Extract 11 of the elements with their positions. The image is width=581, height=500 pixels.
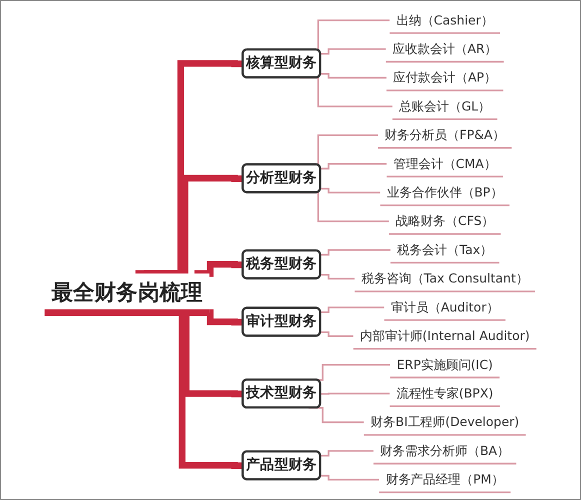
connector: [320, 474, 380, 480]
connector: [320, 306, 384, 313]
connector: [320, 48, 386, 55]
connector: [320, 392, 390, 395]
connector: [320, 163, 387, 170]
connector: [320, 450, 374, 457]
connector: [320, 331, 354, 337]
connector: [320, 188, 380, 194]
connector: [320, 274, 355, 280]
connector: [320, 73, 386, 79]
connector: [320, 249, 390, 256]
